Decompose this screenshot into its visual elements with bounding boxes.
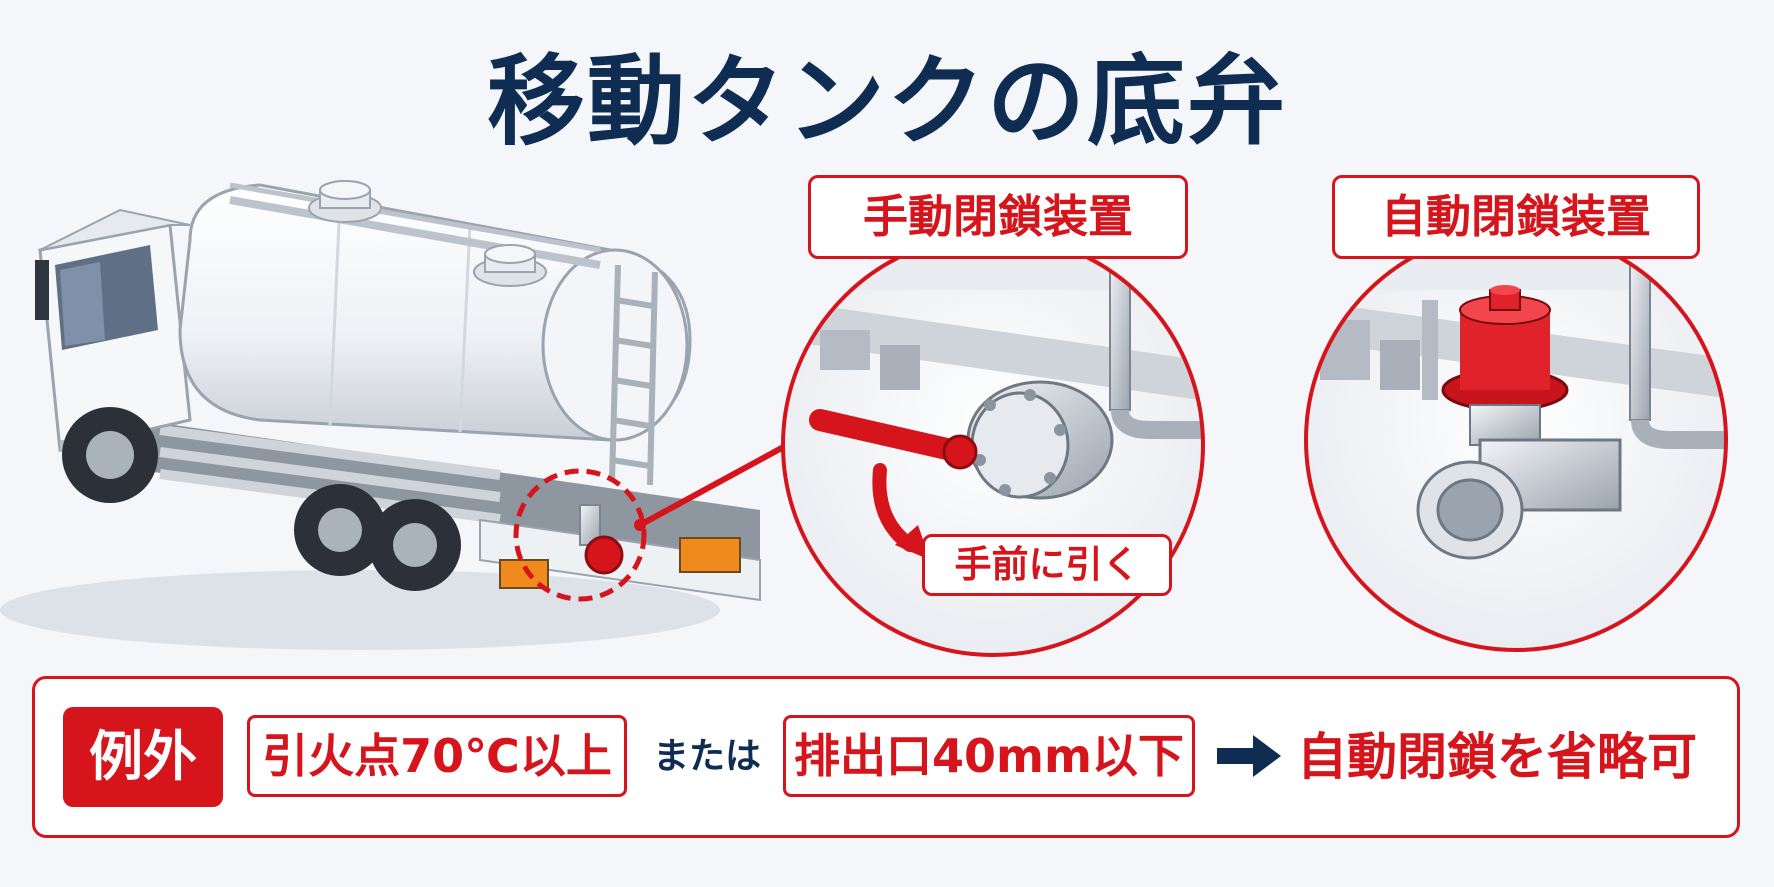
exception-badge: 例外	[63, 707, 223, 807]
flash-point-condition: 引火点70℃以上	[247, 715, 627, 797]
exception-panel: 例外 引火点70℃以上 または 排出口40mm以下 自動閉鎖を省略可	[32, 676, 1740, 838]
exception-result: 自動閉鎖を省略可	[1297, 728, 1697, 786]
auto-closure-label: 自動閉鎖装置	[1332, 175, 1700, 259]
right-arrow-icon	[1217, 735, 1281, 777]
pull-toward-label: 手前に引く	[922, 534, 1172, 596]
auto-valve-detail	[1304, 228, 1728, 652]
outlet-size-condition: 排出口40mm以下	[783, 715, 1195, 797]
page-title: 移動タンクの底弁	[486, 45, 1287, 159]
tank-truck-illustration	[0, 180, 802, 650]
manual-closure-label: 手動閉鎖装置	[808, 175, 1188, 259]
or-connector: または	[652, 736, 761, 777]
